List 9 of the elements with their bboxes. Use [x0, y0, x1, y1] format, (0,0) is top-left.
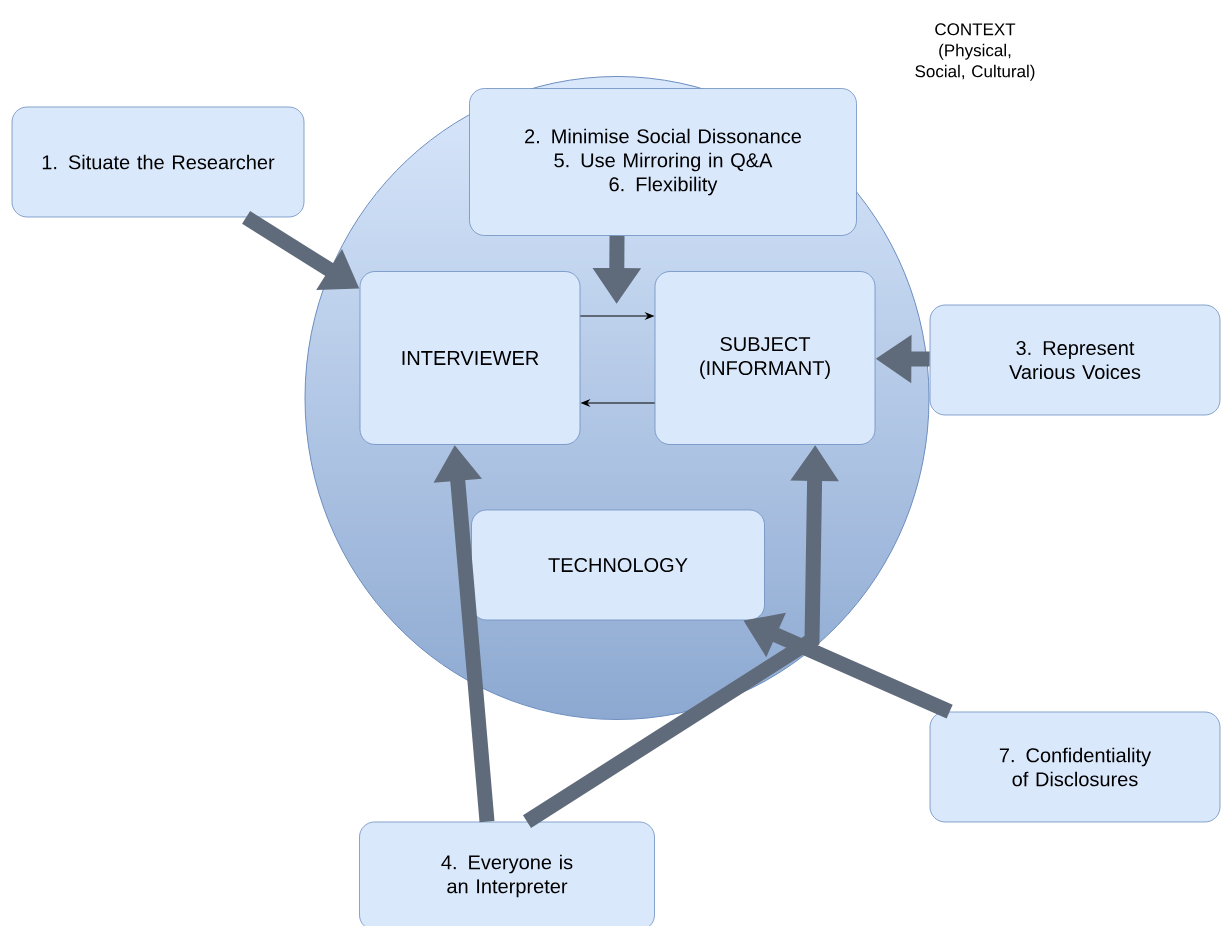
technology-box: TECHNOLOGY [471, 509, 765, 621]
participant-box: INTERVIEWER [359, 271, 581, 445]
node-label: CONTEXT (Physical, Social, Cultural) [915, 23, 1035, 81]
principle-box: 4. Everyone is an Interpreter [359, 821, 655, 926]
guideline-box: 2. Minimise Social Dissonance 5. Use Mirroring in Q&A 6. Flexibility [469, 88, 857, 236]
participant-box: SUBJECT (INFORMANT) [654, 271, 876, 445]
principle-box: 3. Represent Various Voices [929, 304, 1221, 416]
principle-box: 7. Confidentiality of Disclosures [929, 711, 1221, 823]
principle-box: 1. Situate the Researcher [11, 106, 305, 218]
